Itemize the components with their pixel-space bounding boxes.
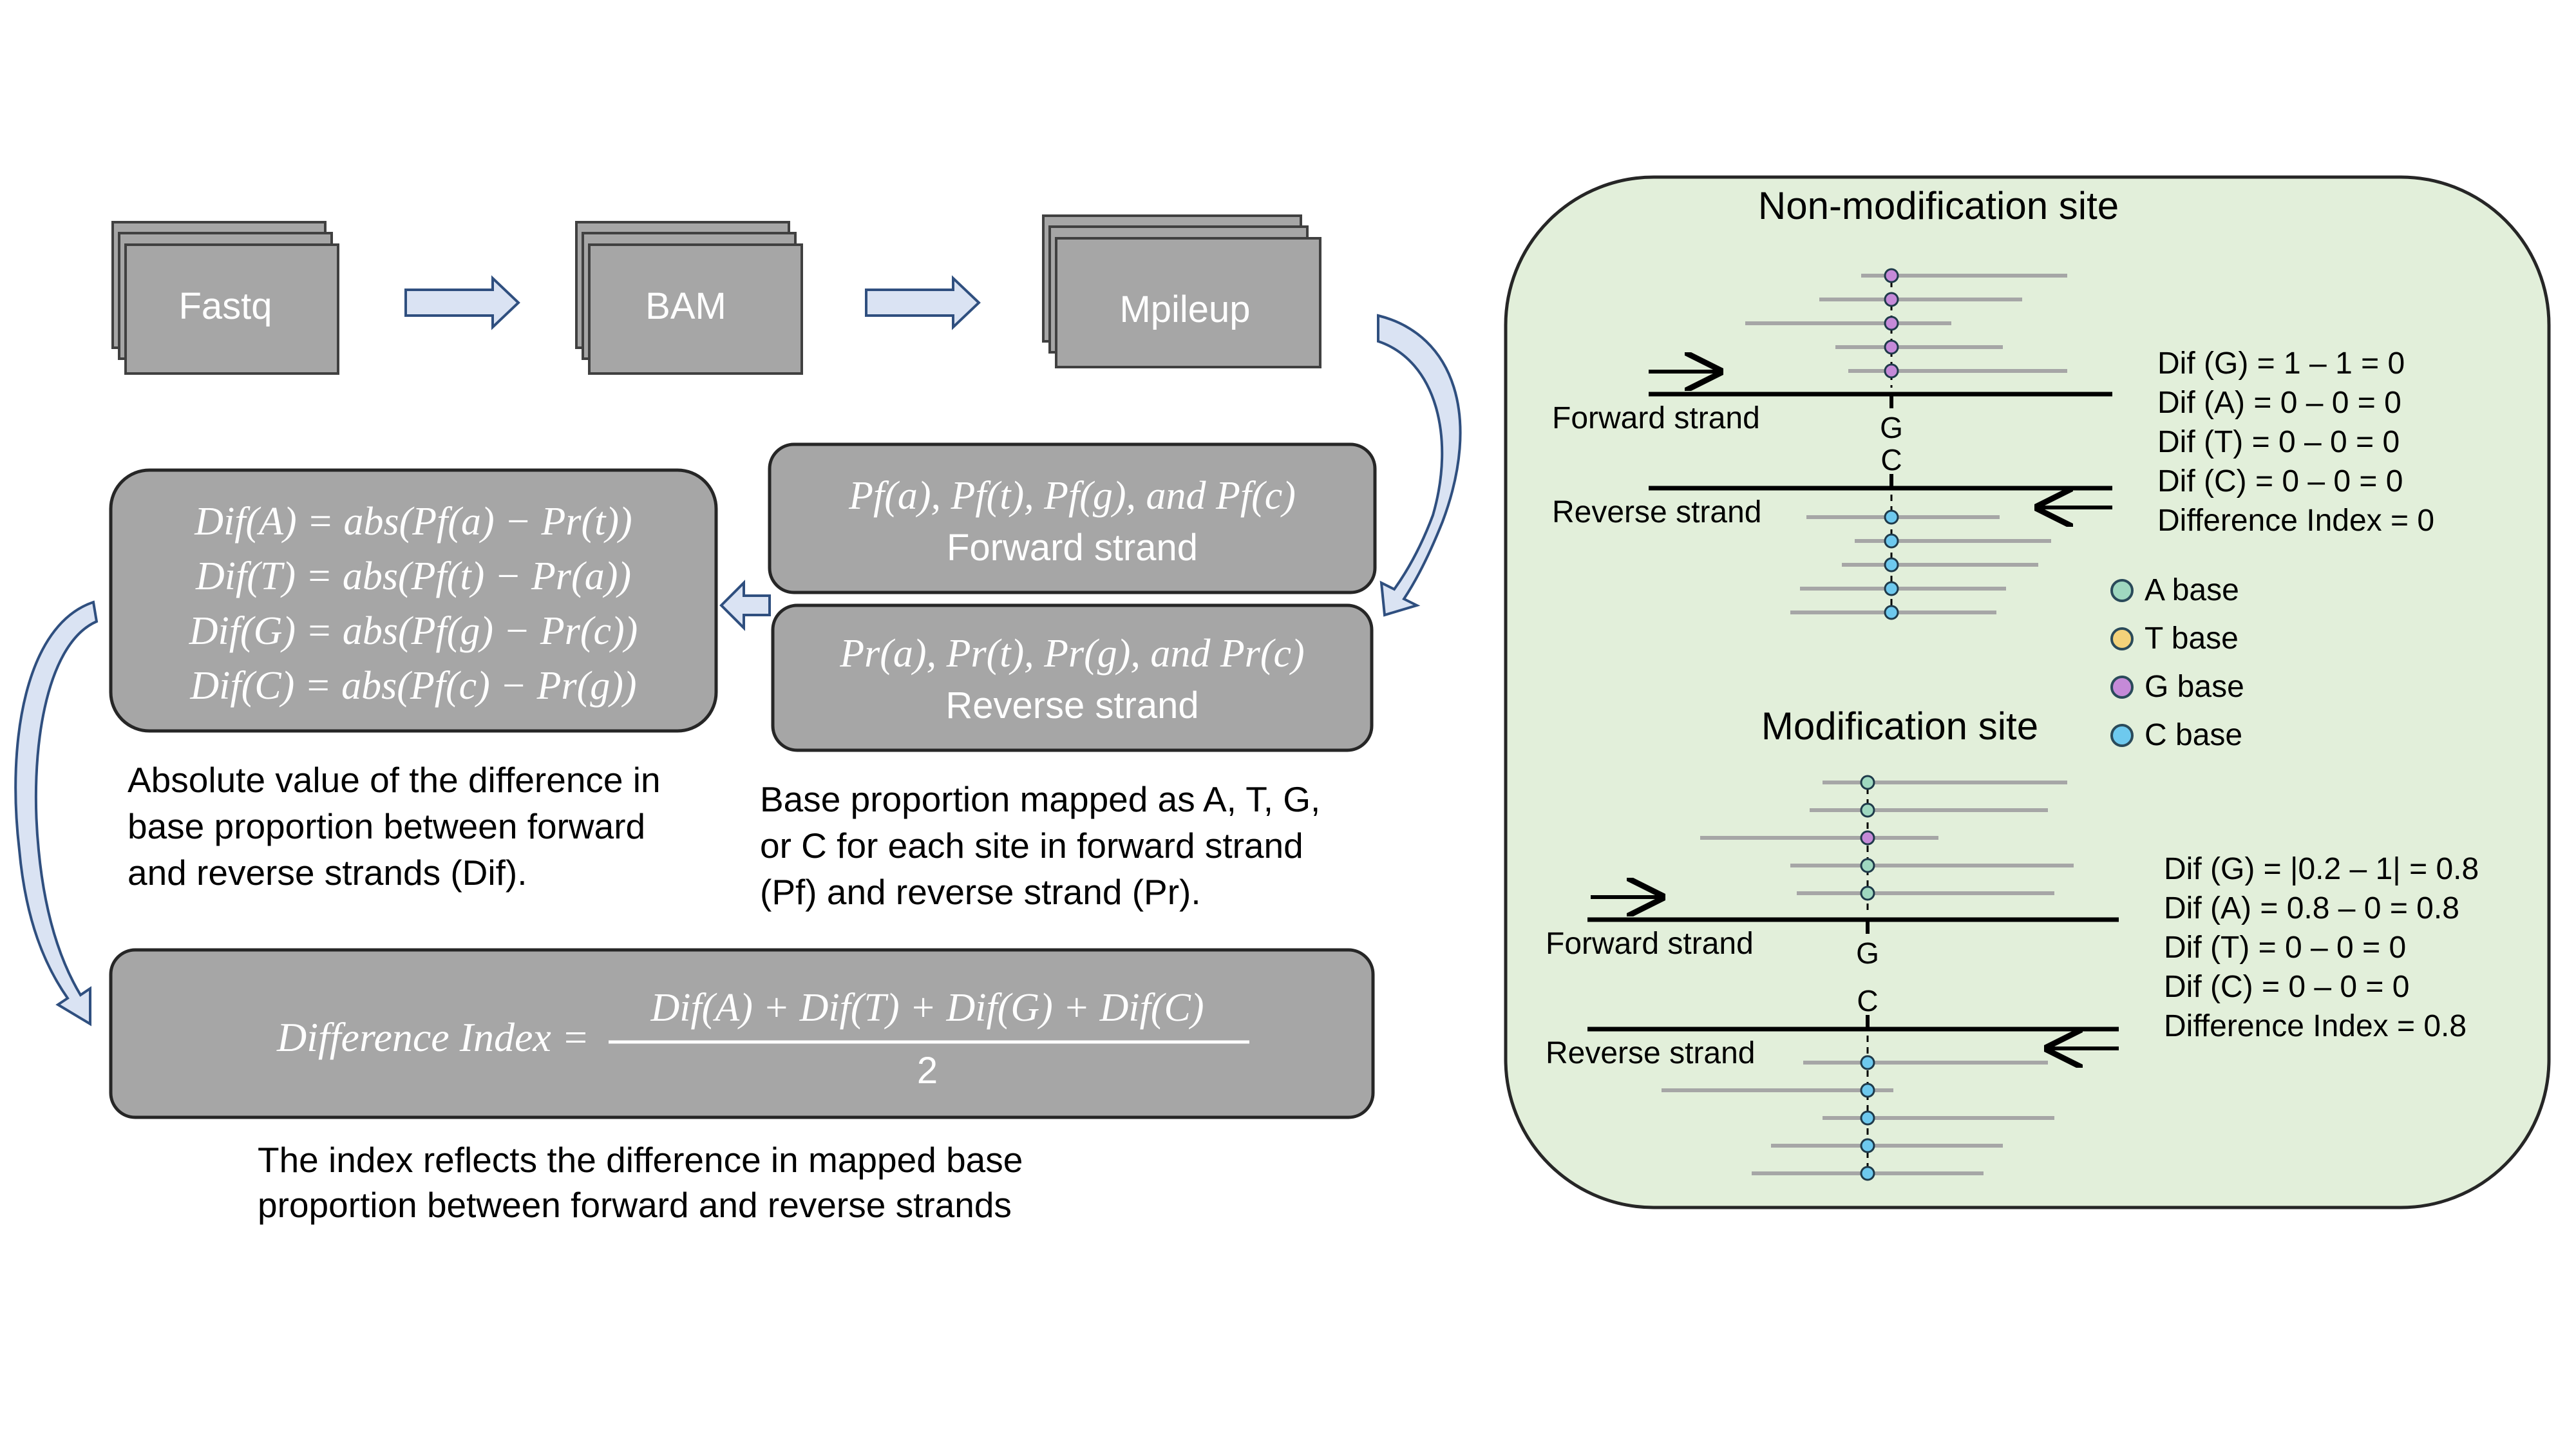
caption-proportion: Base proportion mapped as A, T, G, or C f… — [760, 779, 1320, 912]
reverse-strand-label: Reverse strand — [1552, 495, 1761, 529]
dif-box — [109, 468, 718, 733]
base-dot — [1860, 1138, 1875, 1153]
legend-label: C base — [2145, 718, 2242, 752]
difference-index-box — [109, 948, 1375, 1119]
reverse-strand-label: Reverse strand — [1546, 1036, 1755, 1070]
site-equation: Dif (T) = 0 – 0 = 0 — [2164, 931, 2406, 965]
base-dot — [1884, 533, 1899, 549]
base-dot — [1884, 268, 1899, 283]
mpileup-label: Mpileup — [1119, 289, 1250, 330]
site-equation: Dif (A) = 0 – 0 = 0 — [2157, 386, 2401, 420]
fastq-label: Fastq — [178, 285, 272, 327]
bottom-base-letter: C — [1857, 984, 1878, 1018]
base-dot — [1884, 509, 1899, 525]
dif-equation: Dif(T) = abs(Pf(t) − Pr(a)) — [195, 554, 631, 598]
base-dot — [1860, 1166, 1875, 1181]
site-title: Modification site — [1761, 705, 2038, 748]
base-dot — [1860, 1083, 1875, 1098]
forward-formula: Pf(a), Pf(t), Pf(g), and Pf(c) — [848, 474, 1296, 518]
site-equation: Dif (G) = 1 – 1 = 0 — [2157, 346, 2405, 381]
legend-label: T base — [2145, 621, 2239, 656]
site-equation: Dif (T) = 0 – 0 = 0 — [2157, 425, 2400, 459]
caption-line: base proportion between forward — [128, 806, 645, 846]
reverse-strand-box — [771, 603, 1374, 752]
base-dot — [1884, 605, 1899, 620]
site-equation: Difference Index = 0 — [2157, 504, 2434, 538]
bam-stack: BAM — [575, 221, 803, 375]
base-dot — [1884, 581, 1899, 596]
base-dot — [1884, 292, 1899, 307]
index-numerator: Dif(A) + Dif(T) + Dif(G) + Dif(C) — [650, 986, 1204, 1030]
base-dot — [1884, 557, 1899, 573]
dif-equation: Dif(G) = abs(Pf(g) − Pr(c)) — [189, 609, 638, 653]
bottom-base-letter: C — [1880, 443, 1902, 477]
index-lhs: Difference Index = — [276, 1014, 589, 1060]
base-dot — [1884, 316, 1899, 331]
arrow-strands-to-dif — [719, 580, 771, 631]
base-dot — [1884, 363, 1899, 379]
fastq-stack: Fastq — [111, 221, 339, 375]
base-dot — [1860, 775, 1875, 790]
site-equation: Dif (C) = 0 – 0 = 0 — [2164, 970, 2410, 1004]
base-dot — [1884, 339, 1899, 355]
site-equation: Dif (C) = 0 – 0 = 0 — [2157, 464, 2403, 498]
legend-swatch — [2110, 627, 2134, 650]
forward-strand-label: Forward strand — [1552, 401, 1760, 435]
site-equation: Dif (A) = 0.8 – 0 = 0.8 — [2164, 891, 2459, 925]
legend-label: G base — [2145, 670, 2244, 704]
caption-line: The index reflects the difference in map… — [258, 1140, 1023, 1180]
forward-strand-label: Forward strand — [1546, 927, 1754, 961]
arrow-fastq-to-bam — [404, 275, 520, 330]
caption-line: Absolute value of the difference in — [128, 760, 661, 800]
site-equation: Dif (G) = |0.2 – 1| = 0.8 — [2164, 852, 2479, 886]
base-dot — [1860, 830, 1875, 846]
legend-swatch — [2110, 579, 2134, 602]
reverse-formula: Pr(a), Pr(t), Pr(g), and Pr(c) — [839, 632, 1304, 676]
top-base-letter: G — [1880, 411, 1903, 444]
mpileup-stack: Mpileup — [1042, 214, 1321, 368]
site-panel — [1504, 175, 2551, 1209]
caption-line: proportion between forward and reverse s… — [258, 1185, 1012, 1225]
legend-label: A base — [2145, 573, 2239, 607]
site-equation: Difference Index = 0.8 — [2164, 1009, 2467, 1043]
top-base-letter: G — [1856, 936, 1879, 970]
bam-label: BAM — [645, 285, 726, 327]
base-dot — [1860, 1055, 1875, 1070]
caption-index: The index reflects the difference in map… — [258, 1140, 1023, 1225]
index-denominator: 2 — [917, 1050, 938, 1092]
dif-equation: Dif(C) = abs(Pf(c) − Pr(g)) — [189, 664, 636, 708]
caption-line: (Pf) and reverse strand (Pr). — [760, 872, 1201, 912]
arrow-mpileup-to-strands — [1377, 314, 1462, 617]
base-dot — [1860, 886, 1875, 901]
dif-equations: Dif(A) = abs(Pf(a) − Pr(t)) Dif(T) = abs(… — [189, 500, 638, 708]
forward-label: Forward strand — [947, 527, 1198, 569]
forward-strand-box — [768, 442, 1377, 594]
caption-line: and reverse strands (Dif). — [128, 853, 527, 893]
caption-dif: Absolute value of the difference in base … — [128, 760, 661, 893]
base-dot — [1860, 802, 1875, 818]
legend-swatch — [2110, 724, 2134, 747]
caption-line: Base proportion mapped as A, T, G, — [760, 779, 1320, 819]
arrow-dif-to-index — [14, 600, 99, 1027]
base-dot — [1860, 858, 1875, 873]
caption-line: or C for each site in forward strand — [760, 826, 1303, 866]
site-title: Non-modification site — [1758, 184, 2119, 227]
base-dot — [1860, 1110, 1875, 1126]
dif-equation: Dif(A) = abs(Pf(a) − Pr(t)) — [194, 500, 632, 544]
legend-swatch — [2110, 676, 2134, 699]
reverse-label: Reverse strand — [945, 685, 1198, 726]
arrow-bam-to-mpileup — [865, 275, 981, 330]
